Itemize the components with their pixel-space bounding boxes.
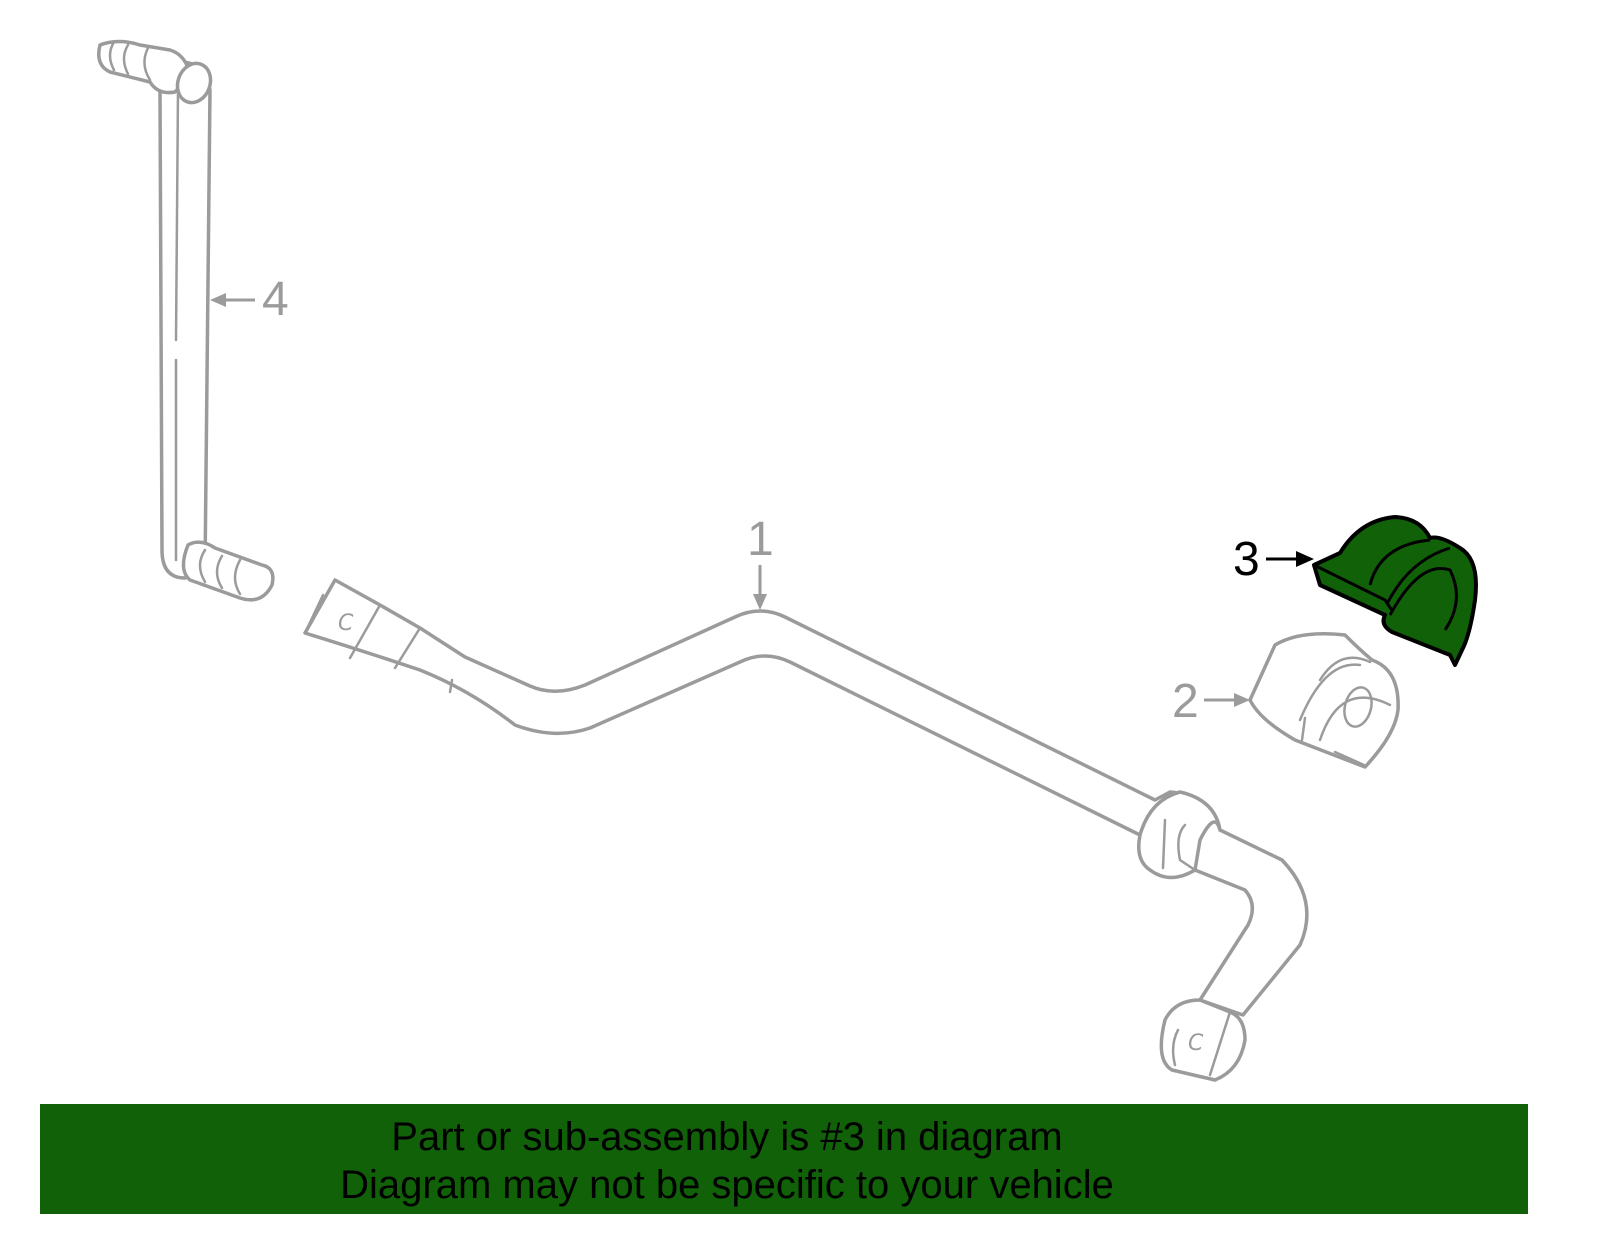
part-2-bushing[interactable] bbox=[1248, 632, 1400, 769]
callout-label-4: 4 bbox=[262, 273, 289, 326]
part-3-bushing-highlighted[interactable] bbox=[1312, 515, 1478, 667]
svg-text:C: C bbox=[338, 611, 354, 636]
callout-label-1: 1 bbox=[747, 513, 774, 566]
info-banner: Part or sub-assembly is #3 in diagram Di… bbox=[40, 1104, 1528, 1214]
banner-line-1: Part or sub-assembly is #3 in diagram bbox=[391, 1115, 1063, 1159]
svg-text:C: C bbox=[1188, 1031, 1204, 1056]
callout-2: 2 bbox=[1172, 675, 1250, 728]
callout-label-2: 2 bbox=[1172, 675, 1199, 728]
part-4-stabilizer-link[interactable] bbox=[97, 39, 275, 602]
callout-3: 3 bbox=[1233, 533, 1314, 586]
callout-4: 4 bbox=[210, 273, 289, 326]
part-1-stabilizer-bar[interactable]: C C bbox=[303, 578, 1309, 1082]
banner-line-2: Diagram may not be specific to your vehi… bbox=[340, 1163, 1114, 1207]
callout-label-3: 3 bbox=[1233, 533, 1260, 586]
callout-1: 1 bbox=[747, 513, 774, 610]
